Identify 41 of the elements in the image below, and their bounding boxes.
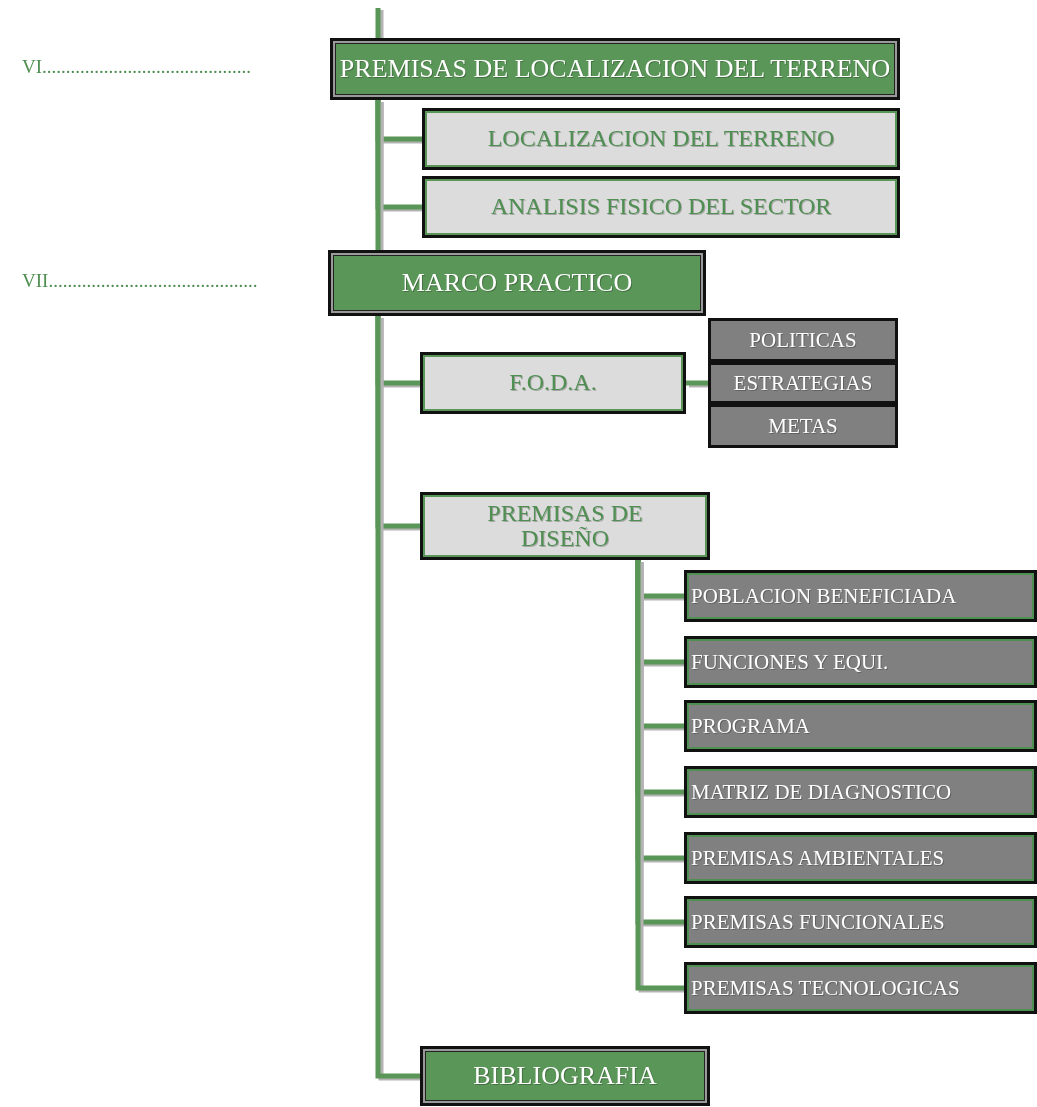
topic-box bbox=[684, 896, 1037, 948]
topic-box bbox=[684, 570, 1037, 622]
connector-line bbox=[635, 560, 684, 991]
topic-box bbox=[422, 108, 900, 170]
section-box bbox=[328, 250, 706, 316]
box-label: MARCO PRACTICO bbox=[401, 269, 633, 297]
topic-box bbox=[420, 492, 710, 560]
box-label: METAS bbox=[768, 414, 838, 437]
box-label: LOCALIZACION DEL TERRENO bbox=[487, 126, 835, 152]
box-label: PREMISAS DE LOCALIZACION DEL TERRENO bbox=[339, 55, 891, 83]
box-label: ANALISIS FISICO DEL SECTOR bbox=[490, 194, 832, 220]
section-box bbox=[420, 1046, 710, 1106]
topic-box bbox=[422, 176, 900, 238]
topic-box bbox=[684, 766, 1037, 818]
box-label: BIBLIOGRAFIA bbox=[473, 1062, 657, 1090]
box-label: PREMISAS DE DISEÑO bbox=[486, 500, 644, 552]
box-label: ESTRATEGIAS bbox=[733, 371, 873, 394]
box-label: POBLACION BENEFICIADA bbox=[691, 584, 957, 607]
connector-line bbox=[375, 100, 381, 250]
box-label: F.O.D.A. bbox=[509, 370, 597, 396]
box-label: PROGRAMA bbox=[691, 714, 811, 737]
box-label: PREMISAS FUNCIONALES bbox=[691, 910, 945, 933]
topic-box bbox=[684, 832, 1037, 884]
topic-box bbox=[708, 404, 898, 448]
topic-box bbox=[684, 636, 1037, 688]
box-label: PREMISAS AMBIENTALES bbox=[691, 846, 945, 869]
topic-box bbox=[684, 700, 1037, 752]
topic-box bbox=[708, 362, 898, 404]
topic-box bbox=[420, 352, 686, 414]
section-number: VI............................................ bbox=[22, 56, 252, 78]
box-label: PREMISAS TECNOLOGICAS bbox=[691, 976, 960, 999]
section-box bbox=[330, 38, 900, 100]
topic-box bbox=[684, 962, 1037, 1014]
connector-line bbox=[375, 316, 420, 1079]
box-label: POLITICAS bbox=[749, 328, 857, 351]
topic-box bbox=[708, 318, 898, 362]
box-label: FUNCIONES Y EQUI. bbox=[691, 650, 889, 673]
section-number: VII............................................ bbox=[22, 270, 258, 292]
connector-line bbox=[375, 8, 381, 38]
connector-line bbox=[686, 380, 708, 386]
box-label: MATRIZ DE DIAGNOSTICO bbox=[691, 780, 952, 803]
